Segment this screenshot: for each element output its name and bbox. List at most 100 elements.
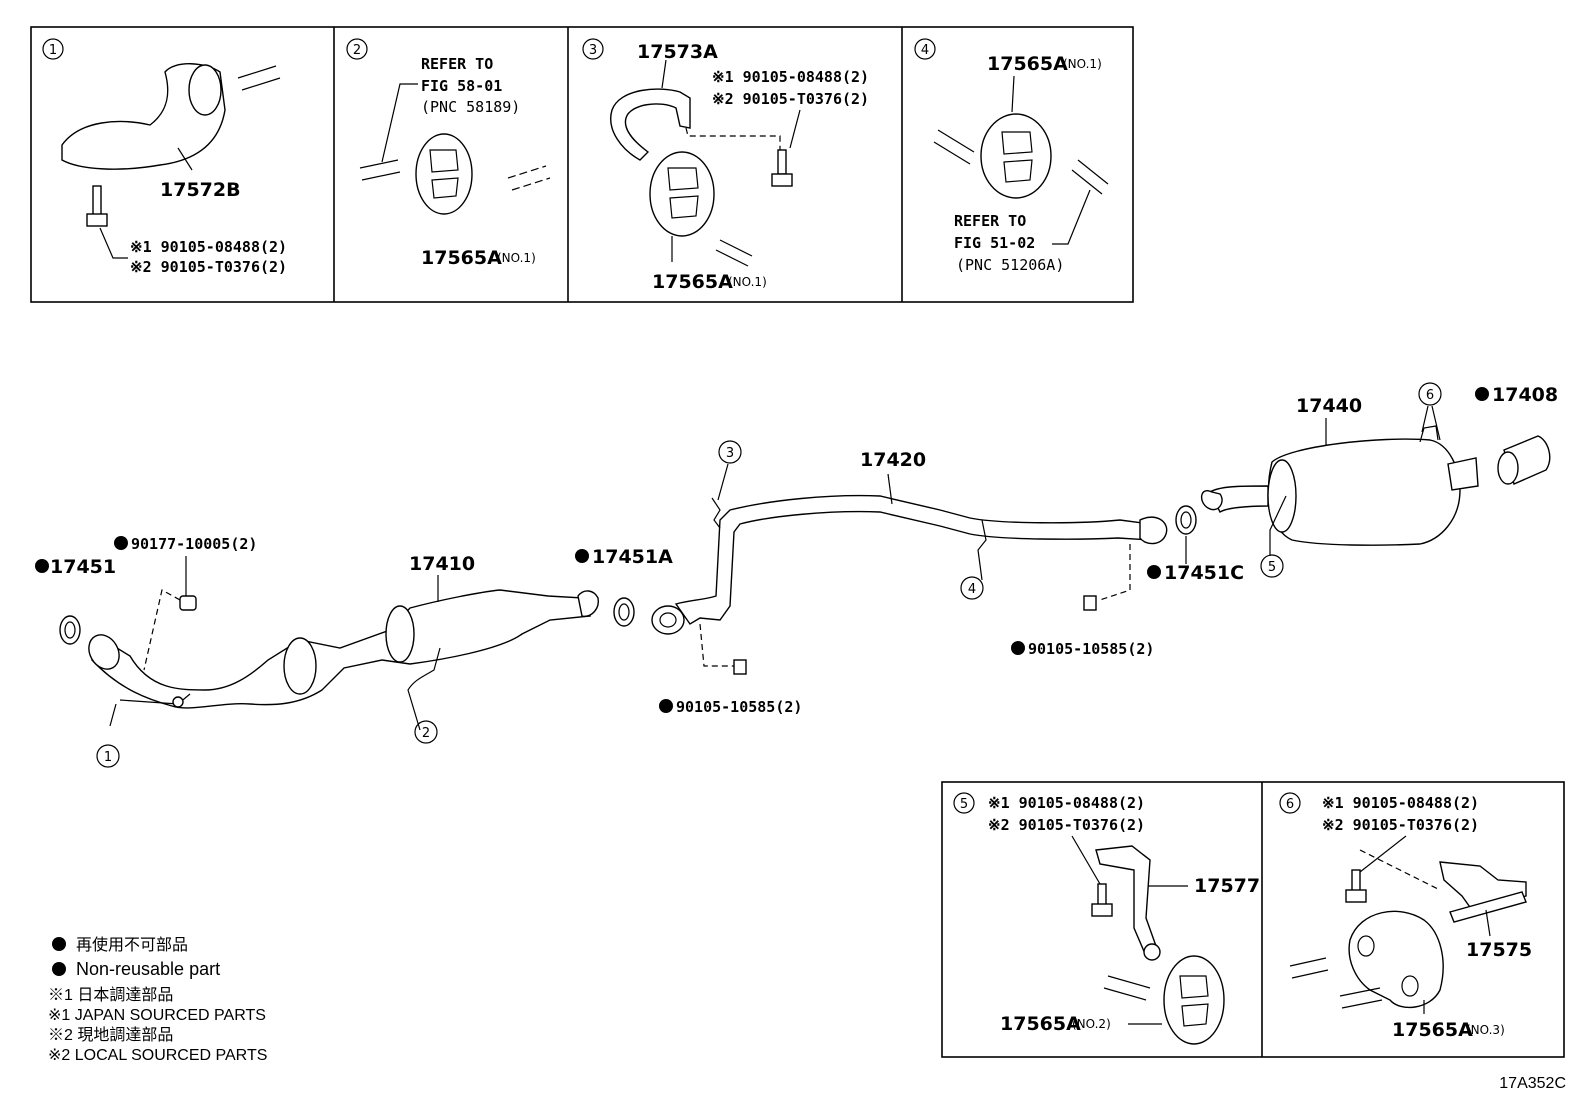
bolt-icon (92, 185, 102, 217)
part-number-17420: 17420 (860, 449, 926, 471)
bolt-head (771, 173, 793, 187)
rubber-hanger-17565A (1348, 910, 1444, 1009)
callout-number: 1 (49, 43, 57, 58)
part-note: (NO.1) (1063, 57, 1102, 71)
bracket-ring (188, 64, 222, 116)
part-number-17565A: 17565A (1392, 1019, 1473, 1041)
part-note: (NO.1) (497, 251, 536, 265)
part-note: (NO.2) (1072, 1017, 1111, 1031)
non-reusable-mark (52, 962, 66, 976)
part-number-17451A: 17451A (592, 546, 673, 568)
callout-number: 5 (1268, 560, 1276, 575)
callout-2-main: 2 (414, 720, 438, 744)
rubber-hanger-17565A (980, 113, 1052, 199)
callout-number: 3 (726, 446, 734, 461)
bolt-head (86, 213, 108, 227)
non-reusable-mark (659, 699, 673, 713)
callout-number: 2 (422, 726, 430, 741)
bolt-spec-2: ※2 90105-T0376(2) (712, 90, 869, 108)
callout-number: 4 (968, 582, 976, 597)
bolt-spec-1: ※1 90105-08488(2) (130, 238, 287, 256)
non-reusable-mark (52, 937, 66, 951)
part-number-17410: 17410 (409, 553, 475, 575)
figure-code: 17A352C (1499, 1075, 1566, 1092)
bolt-icon (1083, 595, 1097, 611)
bolt-spec-2: ※2 90105-T0376(2) (1322, 816, 1479, 834)
rubber-hanger-17565A (649, 151, 715, 237)
refer-text-2: FIG 51-02 (954, 234, 1035, 252)
non-reusable-mark (1011, 641, 1025, 655)
gasket-17451C (1175, 505, 1197, 535)
legend-line-6: ※2 LOCAL SOURCED PARTS (48, 1047, 267, 1064)
hanger-bracket-17573A (610, 88, 691, 161)
bolt-spec-1: ※1 90105-08488(2) (712, 68, 869, 86)
bolt-spec-1: ※1 90105-08488(2) (1322, 794, 1479, 812)
part-number-17565A: 17565A (1000, 1013, 1081, 1035)
part-number-17577: 17577 (1194, 875, 1260, 897)
gasket-17451 (59, 615, 81, 645)
bolt-head (1091, 903, 1113, 917)
tail-pipe-17408: 17408 (1475, 384, 1558, 485)
legend-line-2: Non-reusable part (76, 959, 220, 979)
part-number-90105-b: 90105-10585(2) (1028, 640, 1154, 658)
non-reusable-mark (1475, 387, 1489, 401)
bolt-spec-1: ※1 90105-08488(2) (988, 794, 1145, 812)
refer-text-1: REFER TO (954, 212, 1026, 230)
bolt-icon (1097, 883, 1107, 907)
nut-icon (179, 595, 197, 611)
detail-box-1: 1 17572B ※1 90105-08488(2) ※2 90105-T037… (42, 38, 287, 276)
callout-number: 1 (104, 750, 112, 765)
callout-4-main: 4 (960, 576, 984, 600)
rubber-hanger-17565A (415, 133, 473, 215)
center-pipe-17420: 17420 (651, 449, 1168, 635)
detail-box-6: 6 ※1 90105-08488(2) ※2 90105-T0376(2) 17… (1279, 792, 1532, 1041)
part-number-17408: 17408 (1492, 384, 1558, 406)
part-number-17565A: 17565A (987, 53, 1068, 75)
rubber-hanger-17565A (1163, 955, 1225, 1045)
part-number-90177: 90177-10005(2) (131, 535, 257, 553)
legend: 再使用不可部品 Non-reusable part ※1 日本調達部品 ※1 J… (48, 936, 267, 1064)
callout-6-main: 6 (1418, 382, 1442, 441)
part-number-17575: 17575 (1466, 939, 1532, 961)
muffler-17440: 17440 (1201, 395, 1479, 556)
callout-number: 4 (921, 43, 929, 58)
part-number-17451: 17451 (50, 556, 116, 578)
refer-text-3: (PNC 58189) (421, 98, 520, 116)
bolt-spec-2: ※2 90105-T0376(2) (988, 816, 1145, 834)
legend-line-1: 再使用不可部品 (76, 936, 188, 954)
callout-circle-1 (42, 38, 64, 60)
catalytic-converter-17410: 17410 (88, 553, 599, 731)
detail-panel-bottom (941, 781, 1565, 1058)
part-number-17565A: 17565A (421, 247, 502, 269)
legend-line-4: ※1 JAPAN SOURCED PARTS (48, 1007, 266, 1024)
callout-number: 5 (960, 797, 968, 812)
non-reusable-mark (35, 559, 49, 573)
part-note: (NO.1) (728, 275, 767, 289)
bolt-icon (1351, 869, 1361, 893)
callout-3-main: 3 (717, 440, 742, 501)
part-number-17565A: 17565A (652, 271, 733, 293)
detail-box-5: 5 ※1 90105-08488(2) ※2 90105-T0376(2) 17… (953, 792, 1260, 1045)
refer-text-2: FIG 58-01 (421, 77, 502, 95)
detail-box-3: 3 17573A ※1 90105-08488(2) ※2 90105-T037… (582, 38, 869, 293)
non-reusable-mark (575, 549, 589, 563)
bolt-head (1345, 889, 1367, 903)
refer-text-1: REFER TO (421, 55, 493, 73)
non-reusable-mark (114, 536, 128, 550)
bolt-icon (777, 149, 787, 175)
non-reusable-mark (1147, 565, 1161, 579)
detail-panel-top (30, 26, 1134, 303)
bolt-icon (733, 659, 747, 675)
callout-number: 3 (589, 43, 597, 58)
callout-number: 6 (1426, 388, 1434, 403)
detail-box-2: 2 REFER TO FIG 58-01 (PNC 58189) 17565A … (346, 38, 551, 269)
part-number-17451C: 17451C (1164, 562, 1244, 584)
refer-text-3: (PNC 51206A) (956, 256, 1064, 274)
callout-5-main: 5 (1260, 554, 1284, 578)
part-number-17440: 17440 (1296, 395, 1362, 417)
part-number-17572B: 17572B (160, 179, 241, 201)
part-number-17573A: 17573A (637, 41, 718, 63)
part-number-90105-a: 90105-10585(2) (676, 698, 802, 716)
bolt-spec-2: ※2 90105-T0376(2) (130, 258, 287, 276)
